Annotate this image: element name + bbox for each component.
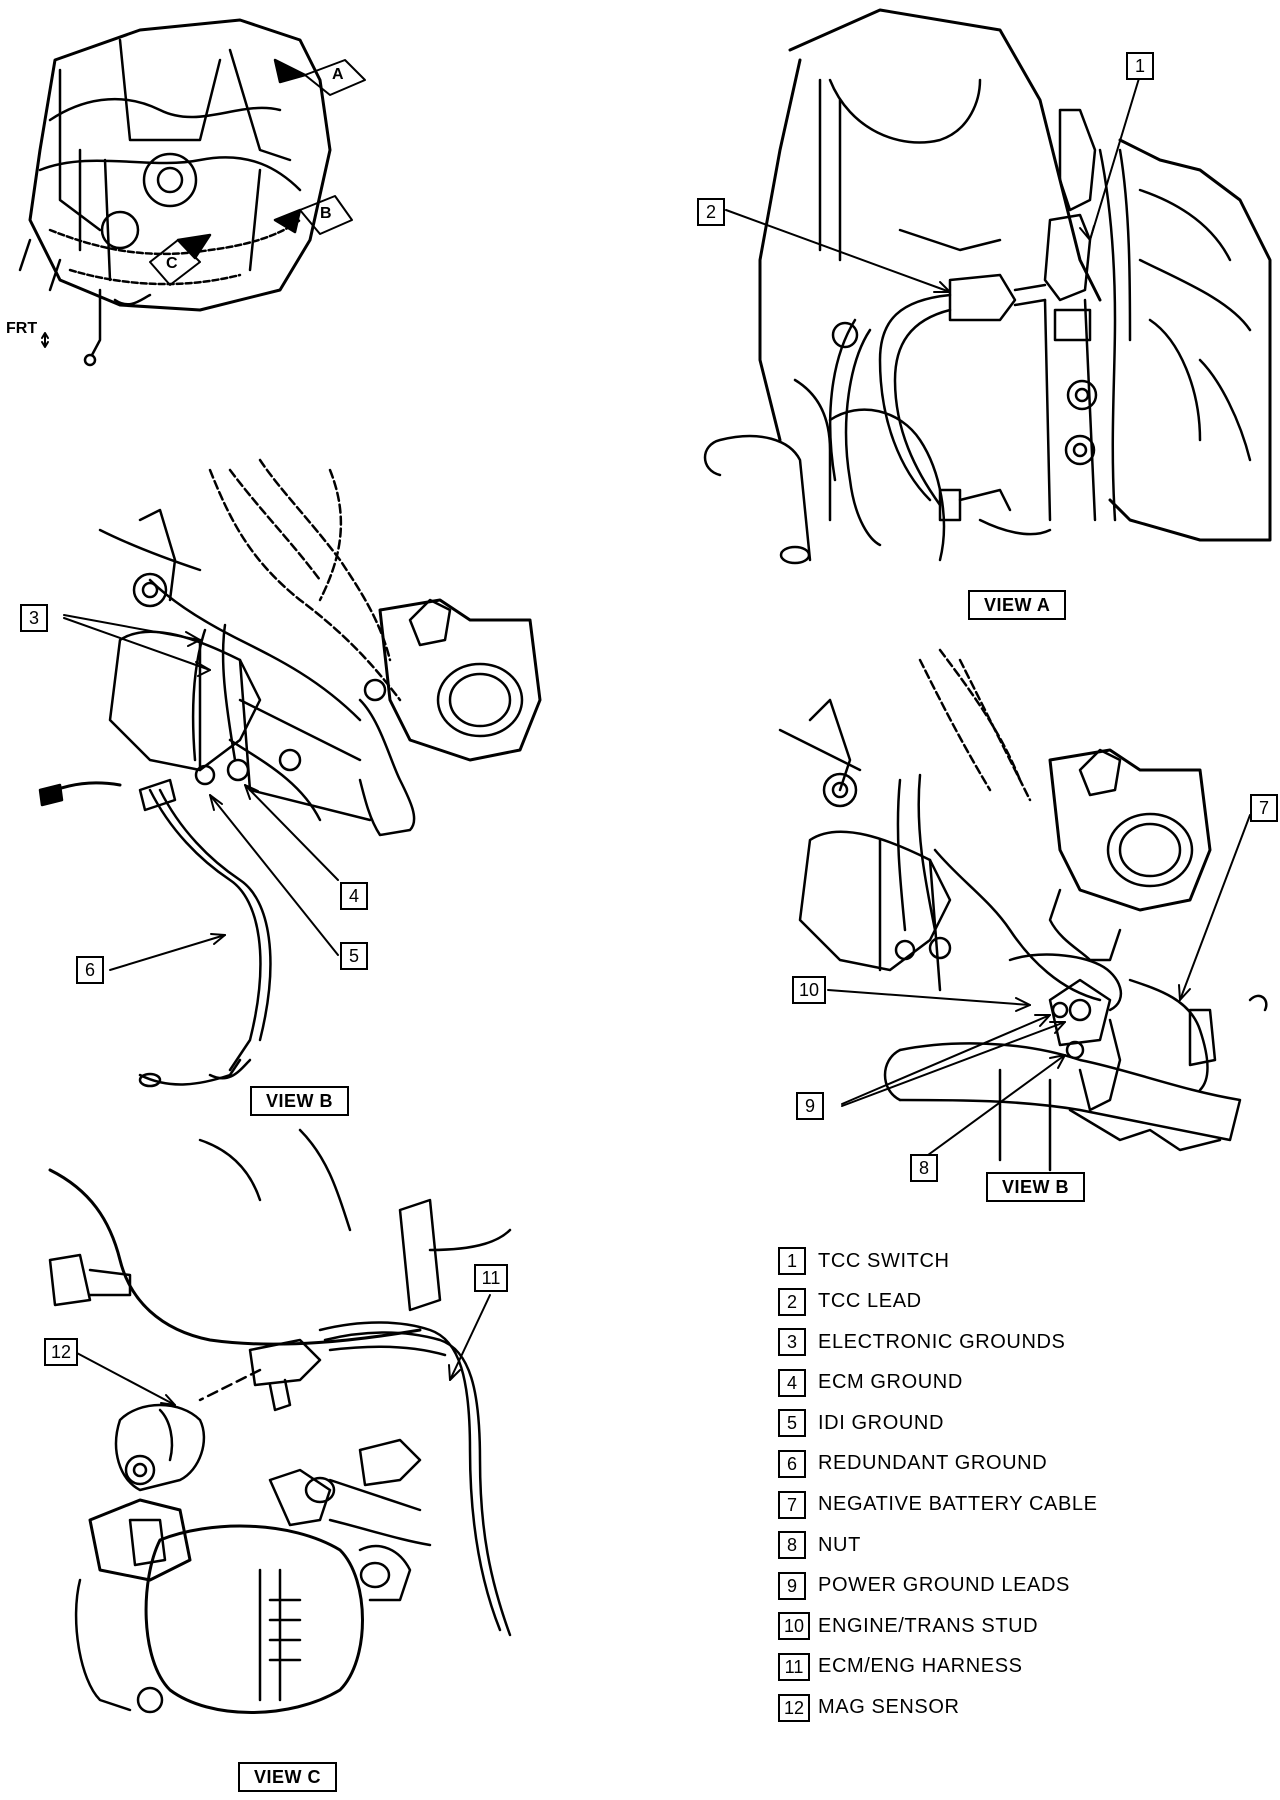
view-a-illustration bbox=[703, 8, 1272, 565]
callout-2: 2 bbox=[697, 198, 725, 226]
legend-item: 11 ECM/ENG HARNESS bbox=[778, 1652, 1098, 1682]
legend-text: REDUNDANT GROUND bbox=[818, 1452, 1048, 1475]
legend-text: NEGATIVE BATTERY CABLE bbox=[818, 1493, 1098, 1516]
overview-arrow-c-label: C bbox=[166, 255, 178, 272]
view-c-pointer bbox=[149, 233, 212, 286]
legend-text: ECM/ENG HARNESS bbox=[818, 1655, 1023, 1678]
legend-item: 9 POWER GROUND LEADS bbox=[778, 1571, 1098, 1601]
legend-item: 6 REDUNDANT GROUND bbox=[778, 1449, 1098, 1479]
callout-7: 7 bbox=[1250, 794, 1278, 822]
legend-text: ELECTRONIC GROUNDS bbox=[818, 1330, 1066, 1353]
legend-number: 1 bbox=[778, 1247, 806, 1275]
engine-overview-illustration bbox=[18, 18, 332, 367]
legend-number: 5 bbox=[778, 1409, 806, 1438]
callout-3: 3 bbox=[20, 604, 48, 632]
legend-text: POWER GROUND LEADS bbox=[818, 1574, 1070, 1597]
legend-item: 5 IDI GROUND bbox=[778, 1408, 1098, 1438]
callout-11: 11 bbox=[474, 1264, 508, 1292]
legend-item: 4 ECM GROUND bbox=[778, 1368, 1098, 1398]
callout-5: 5 bbox=[340, 942, 368, 970]
callout-1: 1 bbox=[1126, 52, 1154, 80]
view-b-left-label: VIEW B bbox=[250, 1086, 350, 1116]
overview-arrow-b-label: B bbox=[320, 205, 332, 222]
legend-text: MAG SENSOR bbox=[818, 1696, 960, 1719]
legend-text: ECM GROUND bbox=[818, 1371, 963, 1394]
legend-item: 3 ELECTRONIC GROUNDS bbox=[778, 1327, 1098, 1357]
legend-number: 7 bbox=[778, 1490, 806, 1519]
view-c-illustration bbox=[48, 1128, 512, 1714]
view-a-pointer bbox=[273, 58, 366, 96]
leader-lines bbox=[63, 74, 1251, 1406]
legend-item: 2 TCC LEAD bbox=[778, 1287, 1098, 1317]
callout-9: 9 bbox=[796, 1092, 824, 1120]
legend-item: 1 TCC SWITCH bbox=[778, 1246, 1098, 1276]
overview-arrow-a-label: A bbox=[332, 66, 344, 83]
legend-item: 8 NUT bbox=[778, 1530, 1098, 1560]
callout-6: 6 bbox=[76, 956, 104, 984]
legend-item: 7 NEGATIVE BATTERY CABLE bbox=[778, 1490, 1098, 1520]
view-b-right-label: VIEW B bbox=[986, 1172, 1086, 1202]
legend-number: 2 bbox=[778, 1287, 806, 1316]
legend-number: 4 bbox=[778, 1368, 806, 1397]
callout-8: 8 bbox=[910, 1154, 938, 1182]
callout-10: 10 bbox=[792, 976, 826, 1004]
view-c-label: VIEW C bbox=[238, 1762, 338, 1792]
legend-number: 6 bbox=[778, 1449, 806, 1478]
legend-number: 9 bbox=[778, 1571, 806, 1600]
legend-item: 10 ENGINE/TRANS STUD bbox=[778, 1611, 1098, 1641]
legend-number: 11 bbox=[778, 1652, 810, 1681]
view-b-right-illustration bbox=[778, 648, 1268, 1172]
legend-text: ENGINE/TRANS STUD bbox=[818, 1614, 1039, 1637]
legend-number: 3 bbox=[778, 1328, 806, 1357]
callout-12: 12 bbox=[44, 1338, 78, 1366]
legend-item: 12 MAG SENSOR bbox=[778, 1693, 1098, 1723]
legend-number: 12 bbox=[778, 1693, 810, 1722]
view-a-label: VIEW A bbox=[968, 590, 1067, 620]
legend-text: TCC LEAD bbox=[818, 1290, 922, 1313]
legend-number: 10 bbox=[778, 1612, 810, 1641]
parts-legend: 1 TCC SWITCH 2 TCC LEAD 3 ELECTRONIC GROUND… bbox=[778, 1246, 1098, 1733]
front-direction-arrow bbox=[41, 332, 49, 348]
callout-4: 4 bbox=[340, 882, 368, 910]
legend-text: NUT bbox=[818, 1533, 861, 1556]
front-label: FRT bbox=[6, 320, 38, 337]
legend-text: IDI GROUND bbox=[818, 1411, 944, 1434]
view-b-left-illustration bbox=[38, 458, 542, 1088]
view-b-pointer bbox=[273, 195, 353, 235]
legend-number: 8 bbox=[778, 1531, 806, 1560]
legend-text: TCC SWITCH bbox=[818, 1249, 950, 1272]
